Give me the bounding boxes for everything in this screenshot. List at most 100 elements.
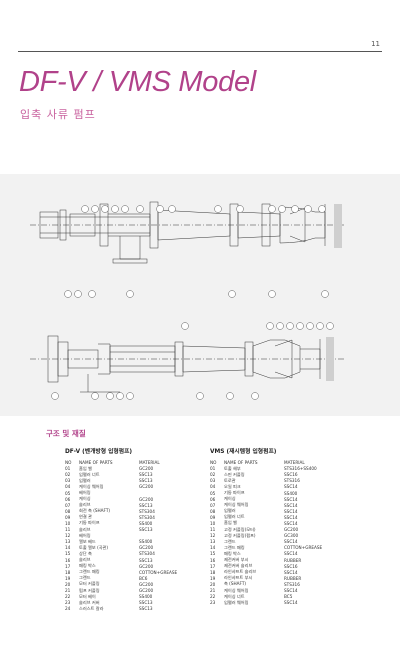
part-material: STS304 (139, 508, 155, 514)
part-no: 15 (65, 551, 71, 557)
part-no: 20 (65, 581, 71, 587)
part-material: GC200 (284, 527, 299, 533)
part-name: 베어링 (79, 490, 91, 496)
part-no: 18 (65, 569, 71, 575)
table-header-row: NO NAME OF PARTS MATERIAL (65, 460, 179, 466)
part-material: SSC14 (284, 588, 298, 594)
col-header-material: MATERIAL (284, 460, 305, 465)
part-material: GC200 (139, 563, 154, 569)
part-no: 12 (65, 533, 71, 539)
part-name: 임펠러 (224, 508, 236, 514)
part-name: 슬리브 (79, 557, 91, 563)
part-name: 임펠러 (79, 477, 91, 483)
part-name: 슬리브 (79, 526, 91, 532)
part-no: 08 (210, 508, 216, 514)
col-header-name: NAME OF PARTS (79, 460, 113, 465)
pump-drawing (30, 201, 345, 400)
part-name: 토출 엘보 (곡관) (79, 544, 109, 550)
part-name: 그랜드 (79, 575, 91, 581)
part-name: 스러스트 칼라 (79, 605, 104, 611)
part-no: 03 (65, 478, 71, 484)
part-no: 09 (65, 514, 71, 520)
part-name: 고정 커플링(모터) (224, 526, 256, 532)
page-number: 11 (371, 40, 380, 48)
table-header-row: NO NAME OF PARTS MATERIAL (210, 460, 324, 466)
page-subtitle: 입축 사류 펌프 (20, 108, 96, 121)
part-no: 15 (210, 551, 216, 557)
part-material: SSC14 (284, 539, 298, 545)
part-no: 24 (65, 606, 71, 612)
table-row: 08 임펠러 SSC14 (210, 508, 324, 514)
part-no: 07 (210, 502, 216, 508)
part-no: 18 (210, 569, 216, 575)
part-no: 14 (210, 545, 216, 551)
part-name: 케이싱 웨어링 (224, 587, 249, 593)
page-title: DF-V / VMS Model (19, 66, 256, 98)
part-name: 기둥 파이프 (79, 520, 100, 526)
part-name: 모터 베이 (79, 593, 96, 599)
part-material: SS400 (284, 490, 298, 496)
part-no: 13 (210, 539, 216, 545)
part-name: 토로관 (224, 477, 236, 483)
col-header-name: NAME OF PARTS (224, 460, 258, 465)
part-no: 16 (65, 557, 71, 563)
part-name: 임펠러 너트 (224, 514, 245, 520)
part-no: 10 (65, 520, 71, 526)
part-name: 흡입 벨 (224, 520, 237, 526)
col-header-material: MATERIAL (139, 460, 160, 465)
part-material: SSC13 (139, 557, 153, 563)
part-no: 03 (210, 478, 216, 484)
part-material: SSC14 (284, 502, 298, 508)
pump-cross-section-diagram (0, 174, 400, 416)
part-material: SSC14 (284, 496, 298, 502)
part-name: 펌프 커플링 (79, 587, 100, 593)
part-name: 그랜드 패킹 (224, 544, 245, 550)
part-no: 09 (210, 514, 216, 520)
table-row: 03 토로관 STS316 (210, 478, 324, 484)
part-no: 02 (210, 472, 216, 478)
part-name: 고정 커플링(펌프) (224, 532, 256, 538)
part-material: GC200 (139, 545, 154, 551)
part-name: 그랜드 패킹 (79, 569, 100, 575)
part-name: 제전커버 부시 (224, 557, 249, 563)
part-material: SSC16 (284, 563, 298, 569)
part-material: STS316 (284, 581, 300, 587)
part-material: STS316 (284, 478, 300, 484)
part-no: 13 (65, 539, 71, 545)
part-material: RUBBER (284, 575, 302, 581)
part-no: 06 (210, 496, 216, 502)
part-no: 10 (210, 520, 216, 526)
part-no: 23 (65, 600, 71, 606)
part-name: 슬리브 커버 (79, 599, 100, 605)
part-no: 05 (65, 490, 71, 496)
part-material: SSC14 (284, 508, 298, 514)
part-no: 22 (65, 594, 71, 600)
part-no: 02 (65, 472, 71, 478)
part-name: 상단 축 (79, 550, 92, 556)
part-name: 라인샤프트 슬리브 (224, 569, 257, 575)
table-row: 05 베어링 (65, 490, 179, 496)
